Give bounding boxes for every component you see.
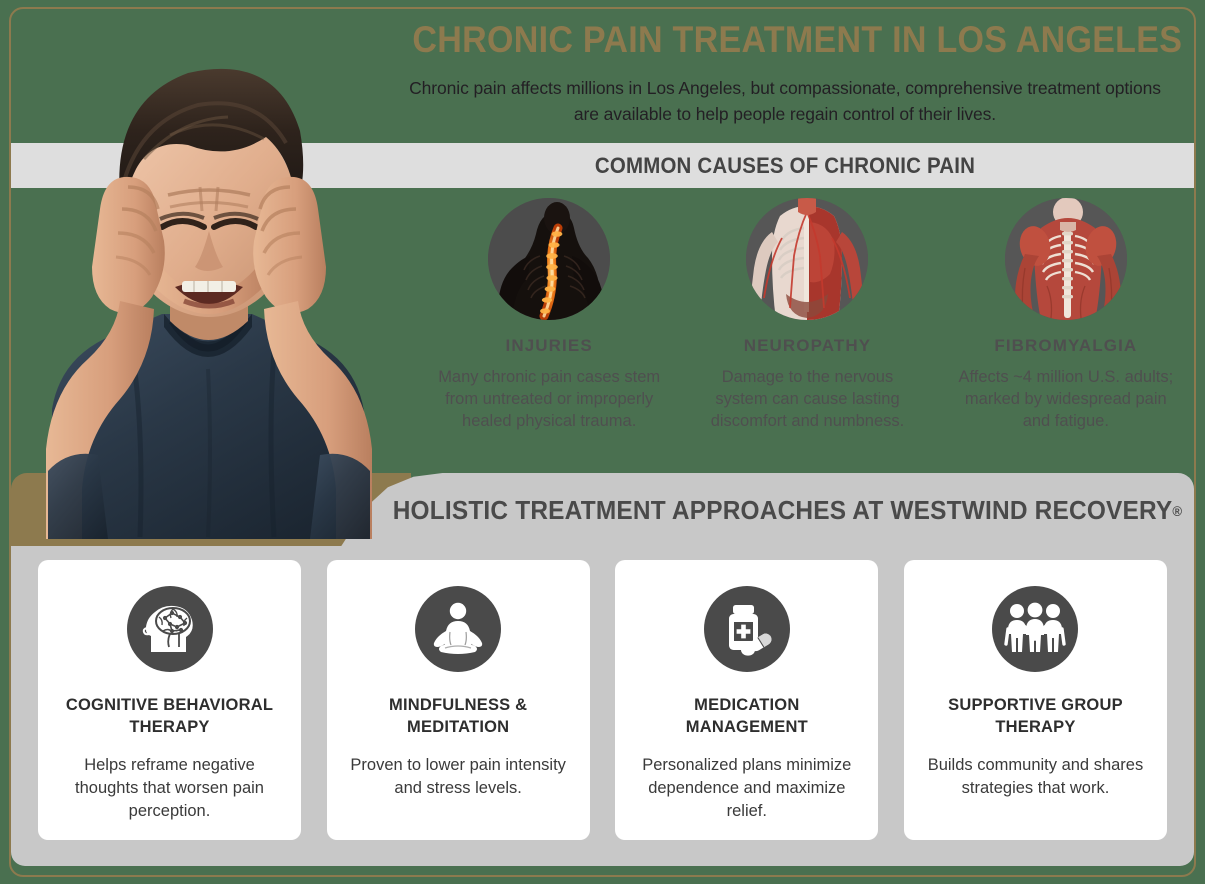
page-title: CHRONIC PAIN TREATMENT IN LOS ANGELES	[412, 19, 1183, 60]
card-title: MEDICATION MANAGEMENT	[685, 696, 808, 736]
page-subtitle: Chronic pain affects millions in Los Ang…	[409, 78, 1161, 124]
treatment-card-mindfulness[interactable]: MINDFULNESS & MEDITATION Proven to lower…	[326, 560, 590, 840]
head-brain-icon	[126, 586, 213, 672]
meditation-lotus-icon	[415, 586, 502, 672]
cause-description: Damage to the nervous system can cause l…	[710, 368, 905, 430]
card-description: Helps reframe negative thoughts that wor…	[75, 756, 264, 820]
treatment-card-medication[interactable]: MEDICATION MANAGEMENT Personalized plans…	[615, 560, 879, 840]
treatment-banner-title: HOLISTIC TREATMENT APPROACHES AT WESTWIN…	[393, 473, 1182, 548]
card-title: SUPPORTIVE GROUP THERAPY	[948, 696, 1123, 736]
registered-trademark-mark: ®	[1172, 502, 1183, 519]
fibromyalgia-image	[1004, 198, 1127, 320]
treatment-card-cbt[interactable]: COGNITIVE BEHAVIORAL THERAPY Helps refra…	[38, 560, 301, 840]
causes-list: INJURIES Many chronic pain cases stem fr…	[420, 198, 1195, 468]
treatment-cards: COGNITIVE BEHAVIORAL THERAPY Helps refra…	[38, 560, 1167, 840]
card-title: COGNITIVE BEHAVIORAL THERAPY	[65, 696, 274, 736]
cause-label: NEUROPATHY	[743, 336, 872, 355]
hero-photo-man-in-pain	[12, 9, 402, 539]
neuropathy-image	[746, 198, 869, 320]
cause-description: Many chronic pain cases stem from untrea…	[438, 368, 661, 430]
card-description: Builds community and shares strategies t…	[927, 756, 1144, 797]
card-description: Personalized plans minimize dependence a…	[642, 756, 852, 820]
treatment-banner-title-text: HOLISTIC TREATMENT APPROACHES AT WESTWIN…	[392, 495, 1173, 525]
cause-item-injuries: INJURIES Many chronic pain cases stem fr…	[420, 198, 678, 468]
cause-description: Affects ~4 million U.S. adults; marked b…	[958, 368, 1174, 430]
cause-label: INJURIES	[505, 336, 593, 355]
cause-item-fibromyalgia: FIBROMYALGIA Affects ~4 million U.S. adu…	[937, 198, 1195, 468]
cause-item-neuropathy: NEUROPATHY Damage to the nervous system …	[678, 198, 936, 468]
card-description: Proven to lower pain intensity and stres…	[350, 756, 566, 797]
group-people-icon	[992, 586, 1079, 672]
treatment-banner-background	[340, 473, 1194, 548]
cause-label: FIBROMYALGIA	[994, 336, 1138, 355]
injuries-image	[488, 198, 611, 320]
treatment-card-group-therapy[interactable]: SUPPORTIVE GROUP THERAPY Builds communit…	[903, 560, 1167, 840]
pill-bottle-icon	[703, 586, 790, 672]
causes-banner-title: COMMON CAUSES OF CHRONIC PAIN	[594, 152, 976, 178]
card-title: MINDFULNESS & MEDITATION	[389, 696, 528, 736]
header: CHRONIC PAIN TREATMENT IN LOS ANGELES Ch…	[380, 18, 1190, 138]
